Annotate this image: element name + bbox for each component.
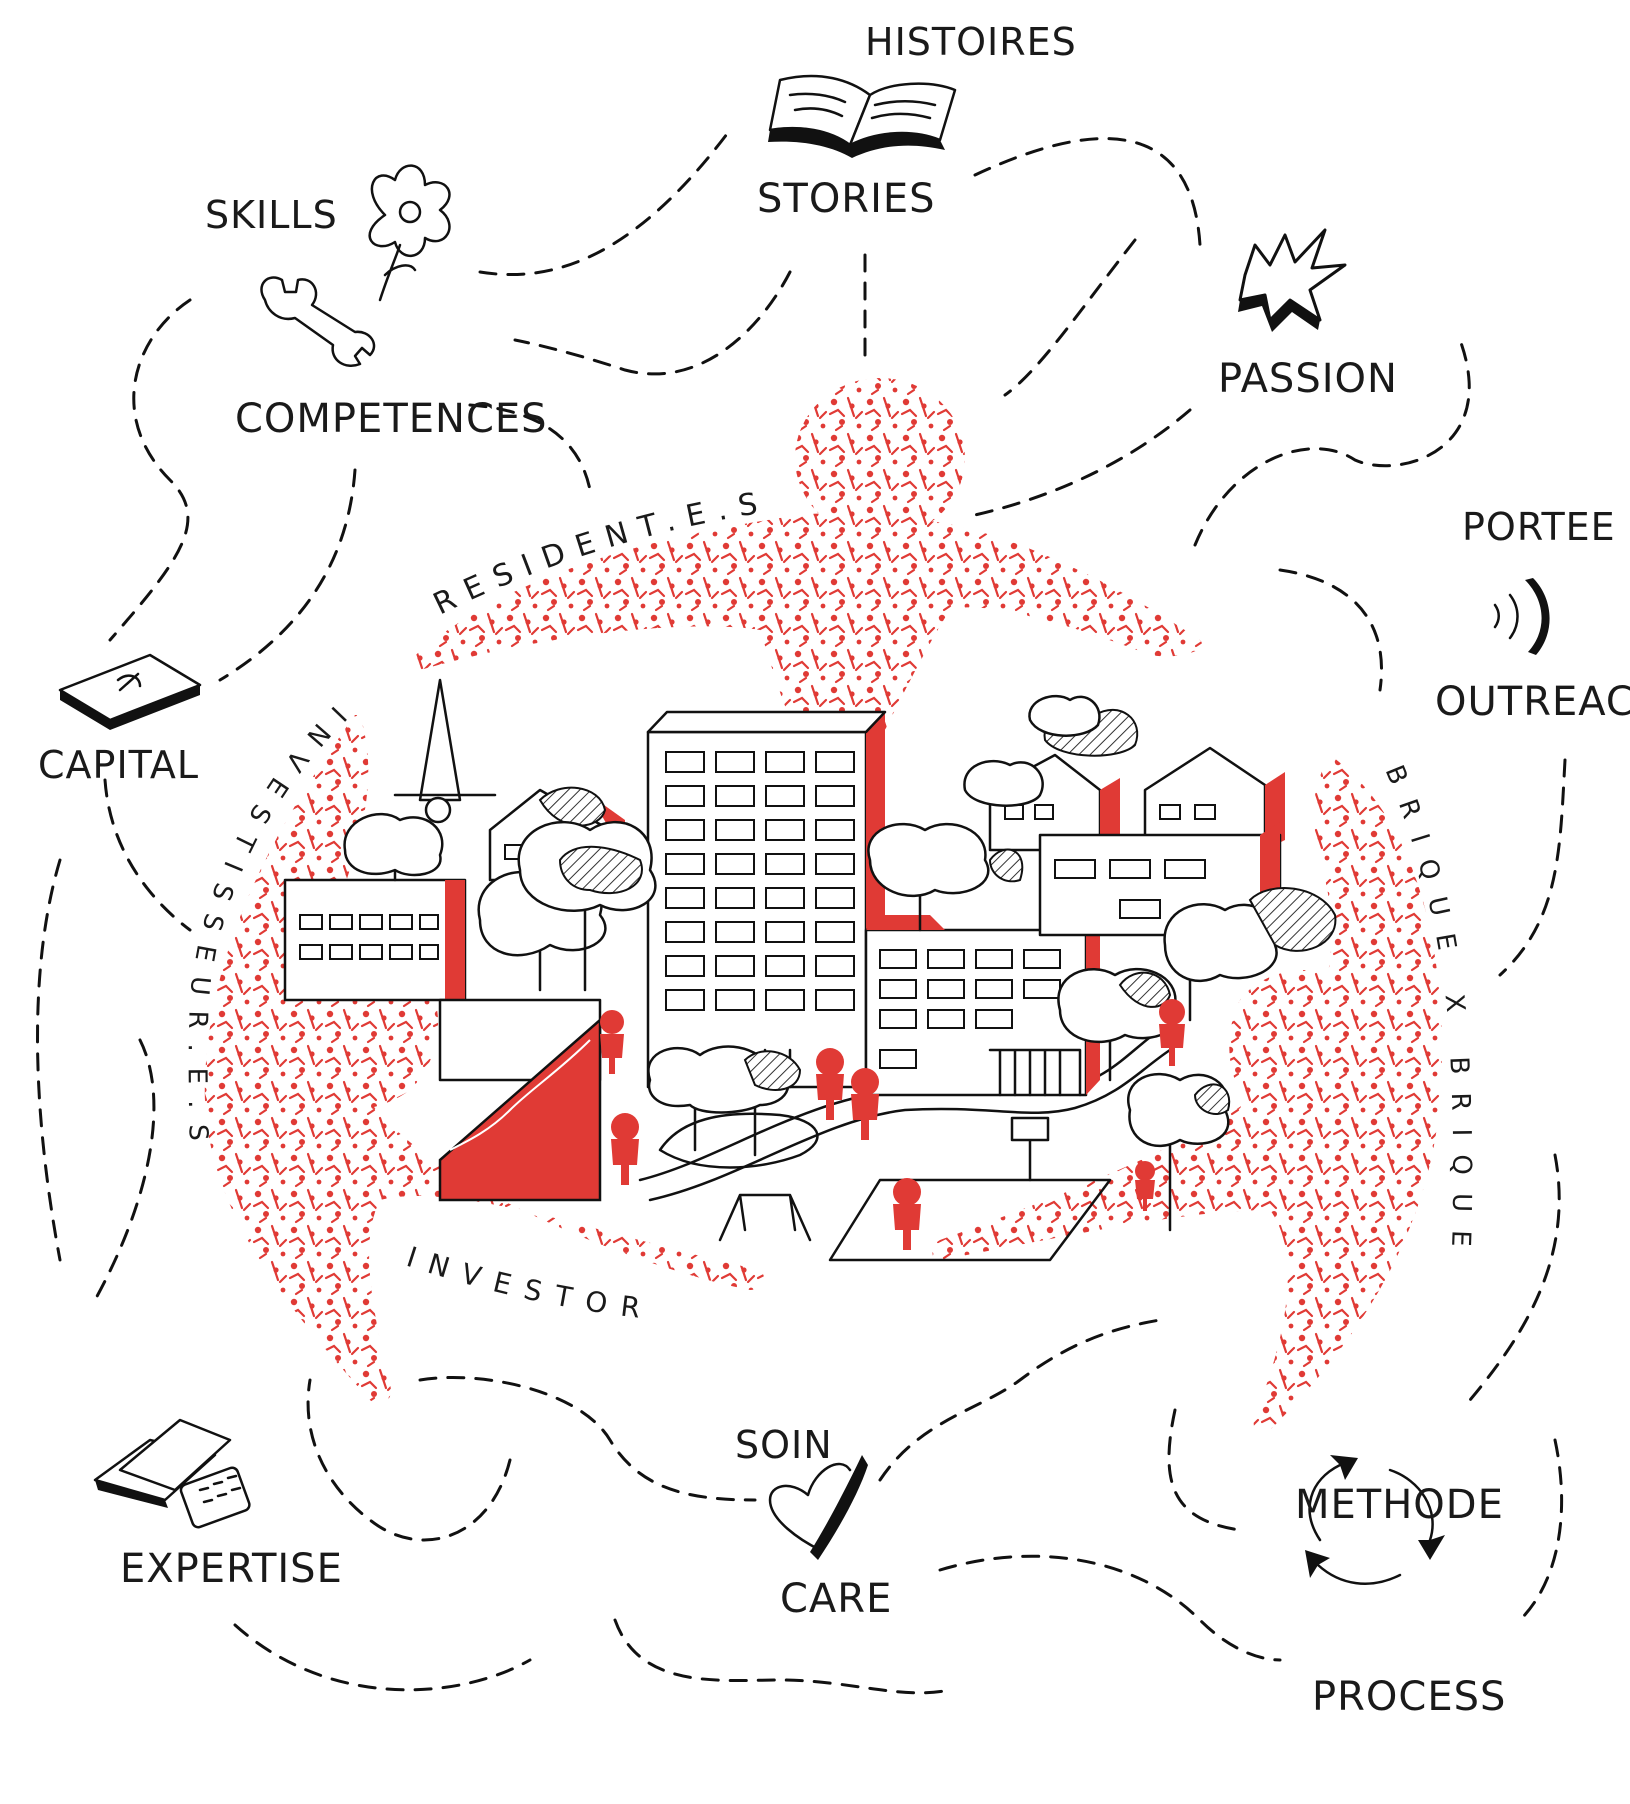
- dashed-path: [513, 270, 792, 376]
- dashed-path: [108, 298, 192, 642]
- tree: [867, 822, 990, 932]
- explosion-icon: [1238, 228, 1347, 332]
- trees: [343, 694, 1337, 1232]
- dashed-path: [973, 137, 1202, 247]
- wrench-icon: [260, 276, 376, 367]
- dashed-path: [1193, 338, 1471, 547]
- money-icon: [58, 653, 202, 730]
- label-passion: PASSION: [1218, 356, 1398, 402]
- dashed-path: [1003, 238, 1137, 397]
- person: [611, 1113, 639, 1185]
- figure-arms-upper: [410, 513, 1202, 755]
- heart-icon: [768, 1455, 868, 1560]
- low-building-left: [283, 878, 467, 1002]
- dashed-path: [418, 1376, 757, 1502]
- dashed-path: [93, 1038, 156, 1302]
- label-soin: SOIN: [735, 1423, 833, 1467]
- dashed-path: [1167, 1408, 1242, 1532]
- tree: [1118, 971, 1172, 1008]
- tree: [743, 1050, 802, 1091]
- label-methode: METHODE: [1295, 1482, 1504, 1528]
- label-process: PROCESS: [1312, 1674, 1506, 1720]
- label-outreach: OUTREACH: [1435, 679, 1630, 725]
- dashed-path: [218, 468, 357, 682]
- dashed-path: [468, 403, 592, 492]
- dashed-path: [233, 1623, 532, 1692]
- dashed-paths: [36, 128, 1567, 1695]
- dashed-path: [306, 1378, 512, 1542]
- red-people-figure: [204, 378, 1442, 1435]
- label-expertise: EXPERTISE: [120, 1546, 343, 1592]
- papers-calculator-icon: [93, 1418, 251, 1529]
- person: [816, 1048, 844, 1120]
- tree: [988, 848, 1024, 883]
- label-stories: STORIES: [757, 176, 936, 222]
- person: [1135, 1161, 1155, 1211]
- sound-waves-icon: [1493, 578, 1550, 655]
- dashed-path: [938, 1554, 1282, 1662]
- label-capital: CAPITAL: [38, 743, 199, 787]
- red-people: [600, 999, 1185, 1250]
- dashed-path: [1468, 1153, 1561, 1402]
- dashed-path: [36, 858, 62, 1262]
- dashed-path: [1498, 758, 1567, 977]
- tree: [963, 759, 1044, 807]
- park-path: [648, 1048, 1172, 1202]
- person: [851, 1068, 879, 1140]
- figure-head: [795, 378, 965, 538]
- flower-icon: [368, 164, 451, 302]
- tree: [1248, 887, 1337, 952]
- dashed-path: [1278, 568, 1383, 692]
- tall-tower: [646, 710, 887, 1089]
- church-spire: [393, 678, 497, 802]
- tree: [1028, 694, 1101, 737]
- tree: [1163, 902, 1278, 1022]
- figure-body-right: [1229, 970, 1398, 1140]
- dashed-path: [478, 128, 732, 277]
- city-illustration: [283, 678, 1337, 1262]
- label-care: CARE: [780, 1576, 892, 1622]
- book-icon: [768, 74, 957, 158]
- label-skills: SKILLS: [205, 193, 338, 237]
- label-histoires: HISTOIRES: [865, 20, 1077, 64]
- label-portee: PORTEE: [1462, 505, 1616, 549]
- cycle-arrows-icon: [1305, 1455, 1445, 1585]
- mid-right-building: [864, 915, 1100, 1097]
- dashed-path: [1518, 1438, 1564, 1622]
- hoop-board: [1010, 1116, 1050, 1142]
- labels: HISTOIRES STORIES SKILLS COMPETENCES PAS…: [38, 20, 1630, 1720]
- person: [600, 1010, 624, 1074]
- lawn-outline: [658, 1112, 819, 1169]
- label-competences: COMPETENCES: [235, 396, 548, 442]
- dashed-path: [973, 408, 1192, 517]
- tree: [1193, 1083, 1231, 1115]
- tower-windows: [665, 751, 855, 1011]
- person: [1159, 999, 1185, 1066]
- tree: [538, 786, 607, 827]
- swing-frame: [718, 1193, 812, 1242]
- tree: [343, 812, 444, 882]
- tree: [558, 845, 643, 895]
- dashed-path: [613, 1618, 952, 1695]
- dashed-path: [103, 778, 192, 932]
- church-clock: [424, 796, 452, 824]
- dashed-path: [878, 1318, 1162, 1482]
- figure-arm-left: [204, 715, 765, 1405]
- figure-arm-right: [932, 755, 1442, 1435]
- red-ramp-building: [438, 998, 602, 1202]
- basketball-court: [828, 1178, 1112, 1262]
- person: [893, 1178, 921, 1250]
